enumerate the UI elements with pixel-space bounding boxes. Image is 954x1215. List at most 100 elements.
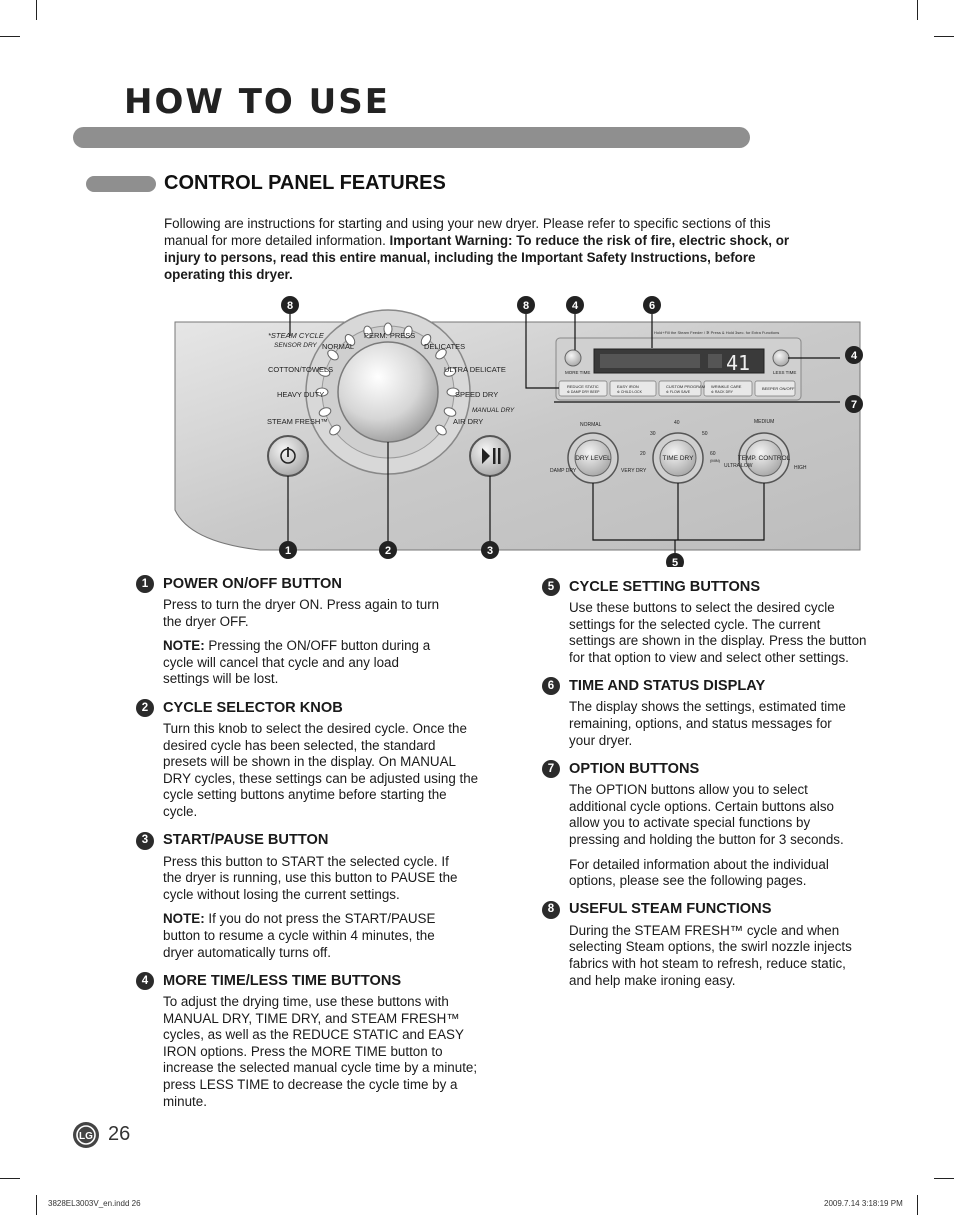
label-perm-press: PERM. PRESS [364, 331, 415, 340]
time-30: 30 [650, 431, 656, 437]
crop-mark [0, 36, 20, 37]
callout-4-top-text: 4 [572, 300, 579, 312]
item-start-pause: 3 START/PAUSE BUTTON Press this button to… [136, 831, 483, 962]
item-text: To adjust the drying time, use these but… [163, 994, 478, 1109]
label-steam-fresh: STEAM FRESH™ [267, 417, 328, 426]
item-number: 1 [136, 575, 154, 593]
item-number: 6 [542, 677, 560, 696]
item-number: 7 [542, 760, 560, 779]
temp-ultra-low: ULTRA LOW [724, 463, 753, 469]
item-text-2: For detailed information about the indiv… [569, 856, 829, 889]
item-cycle-selector: 2 CYCLE SELECTOR KNOB Turn this knob to s… [136, 698, 483, 821]
item-text: The display shows the settings, estimate… [569, 699, 846, 748]
label-ultra-delicate: ULTRA DELICATE [444, 365, 506, 374]
option-easy-iron-sub: ✲ CHILD LOCK [617, 390, 643, 394]
callout-3 [481, 541, 499, 559]
knob-dry-level-label: DRY LEVEL [575, 455, 611, 462]
item-title: POWER ON/OFF BUTTON [163, 575, 342, 592]
left-column: 1 POWER ON/OFF BUTTON Press to turn the d… [136, 575, 483, 1121]
svg-text:LG: LG [79, 1131, 93, 1142]
item-number: 4 [136, 972, 154, 991]
intro-warning: Important Warning: To reduce the risk of… [164, 233, 790, 282]
option-wrinkle-care-sub: ✲ RACK DRY [711, 390, 734, 394]
callout-4-right-text: 4 [851, 350, 858, 362]
label-normal: NORMAL [322, 342, 354, 351]
callout-4-right [845, 346, 863, 364]
callout-7-text: 7 [851, 399, 857, 411]
crop-mark [934, 1178, 954, 1179]
option-custom-program: CUSTOM PROGRAM [666, 384, 705, 389]
knob-time-dry-label: TIME DRY [663, 455, 695, 462]
item-title: START/PAUSE BUTTON [163, 832, 329, 849]
item-note: NOTE: If you do not press the START/PAUS… [163, 911, 436, 960]
label-heavy-duty: HEAVY DUTY [277, 390, 324, 399]
option-reduce-static: REDUCE STATIC [567, 384, 599, 389]
callout-8-mid [517, 296, 535, 314]
item-text: The OPTION buttons allow you to select a… [569, 782, 844, 847]
callout-7 [845, 395, 863, 413]
more-time-label: MORE TIME [565, 370, 590, 375]
crop-mark [36, 1195, 37, 1215]
label-manual-dry: MANUAL DRY [472, 407, 515, 414]
crop-mark [917, 1195, 918, 1215]
callout-1 [279, 541, 297, 559]
hold-note: Hold+Fill the Steam Feeder / ✲ Press & H… [654, 330, 779, 335]
callout-3-text: 3 [487, 545, 493, 557]
item-number: 8 [542, 900, 560, 919]
option-beeper: BEEPER ON/OFF [762, 386, 795, 391]
item-text: During the STEAM FRESH™ cycle and when s… [569, 922, 852, 988]
lg-logo: LG [73, 1122, 99, 1148]
callout-6 [643, 296, 661, 314]
item-title: CYCLE SETTING BUTTONS [569, 578, 761, 595]
callout-6-text: 6 [649, 300, 655, 312]
label-cotton-towels: COTTON/TOWELS [268, 365, 333, 374]
time-50: 50 [702, 431, 708, 437]
callout-4-top [566, 296, 584, 314]
crop-mark [917, 0, 918, 20]
callout-5-text: 5 [672, 557, 678, 567]
callout-1-text: 1 [285, 545, 291, 557]
time-60: 60 [710, 451, 716, 457]
item-number: 2 [136, 698, 154, 717]
page-header-title: HOW TO USE [124, 82, 390, 122]
item-text: Press this button to START the selected … [163, 853, 458, 902]
item-cycle-setting: 5 CYCLE SETTING BUTTONS Use these buttons… [542, 578, 869, 666]
item-text: Press to turn the dryer ON. Press again … [163, 597, 440, 629]
label-speed-dry: SPEED DRY [455, 390, 498, 399]
item-note: NOTE: Pressing the ON/OFF button during … [163, 638, 431, 687]
time-20: 20 [640, 451, 646, 457]
control-panel-illustration: *STEAM CYCLE SENSOR DRY NORMAL PERM. PRE… [174, 296, 863, 567]
item-title: TIME AND STATUS DISPLAY [569, 678, 766, 695]
option-reduce-static-sub: ✲ DAMP DRY BEEP [567, 390, 600, 394]
item-title: CYCLE SELECTOR KNOB [163, 699, 343, 716]
item-text: Use these buttons to select the desired … [569, 600, 867, 665]
item-option-buttons: 7 OPTION BUTTONS The OPTION buttons allow… [542, 760, 869, 890]
footer-timestamp: 2009.7.14 3:18:19 PM [824, 1199, 903, 1208]
time-40: 40 [674, 420, 680, 426]
intro-paragraph: Following are instructions for starting … [164, 215, 804, 283]
footer-filename: 3828EL3003V_en.indd 26 [48, 1199, 141, 1208]
callout-2-text: 2 [385, 545, 391, 557]
callout-8-left-text: 8 [287, 300, 293, 312]
label-delicates: DELICATES [424, 342, 465, 351]
item-number: 5 [542, 578, 560, 596]
dry-very: VERY DRY [621, 468, 647, 474]
header-bar [73, 127, 750, 148]
section-pill [86, 176, 156, 192]
label-sensor-dry: SENSOR DRY [274, 342, 317, 349]
item-text: Turn this knob to select the desired cyc… [163, 720, 479, 819]
item-number: 3 [136, 831, 154, 850]
right-column: 5 CYCLE SETTING BUTTONS Use these buttons… [542, 578, 869, 1000]
label-steam-cycle: *STEAM CYCLE [268, 331, 325, 340]
knob-temp-label: TEMP. CONTROL [738, 455, 791, 462]
label-air-dry: AIR DRY [453, 417, 483, 426]
section-title: CONTROL PANEL FEATURES [164, 172, 446, 194]
option-easy-iron: EASY IRON [617, 384, 639, 389]
option-custom-program-sub: ✲ FLOW SAVE [666, 390, 691, 394]
temp-high: HIGH [794, 465, 807, 471]
temp-medium: MEDIUM [754, 419, 774, 425]
crop-mark [0, 1178, 20, 1179]
item-title: OPTION BUTTONS [569, 760, 700, 777]
